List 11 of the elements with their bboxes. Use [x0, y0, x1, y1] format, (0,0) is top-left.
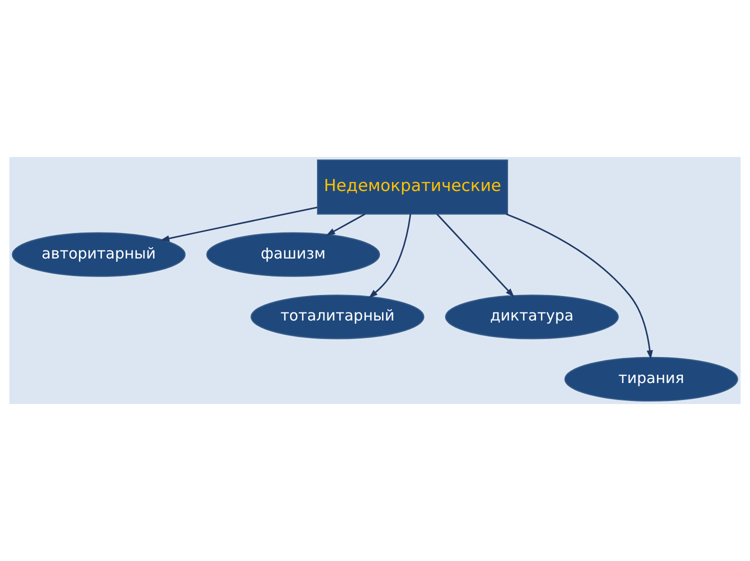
- arrow: [160, 206, 318, 242]
- node-ellipse: тоталитарный: [250, 294, 424, 340]
- arrow: [368, 214, 412, 298]
- node-ellipse: диктатура: [445, 294, 619, 340]
- arrow: [436, 214, 514, 298]
- node-ellipse: фашизм: [206, 232, 380, 277]
- node-box: Недемократические: [317, 159, 508, 215]
- arrow: [506, 213, 653, 360]
- node-ellipse: тирания: [564, 356, 738, 402]
- arrow: [326, 213, 366, 236]
- node-ellipse: авторитарный: [12, 232, 186, 277]
